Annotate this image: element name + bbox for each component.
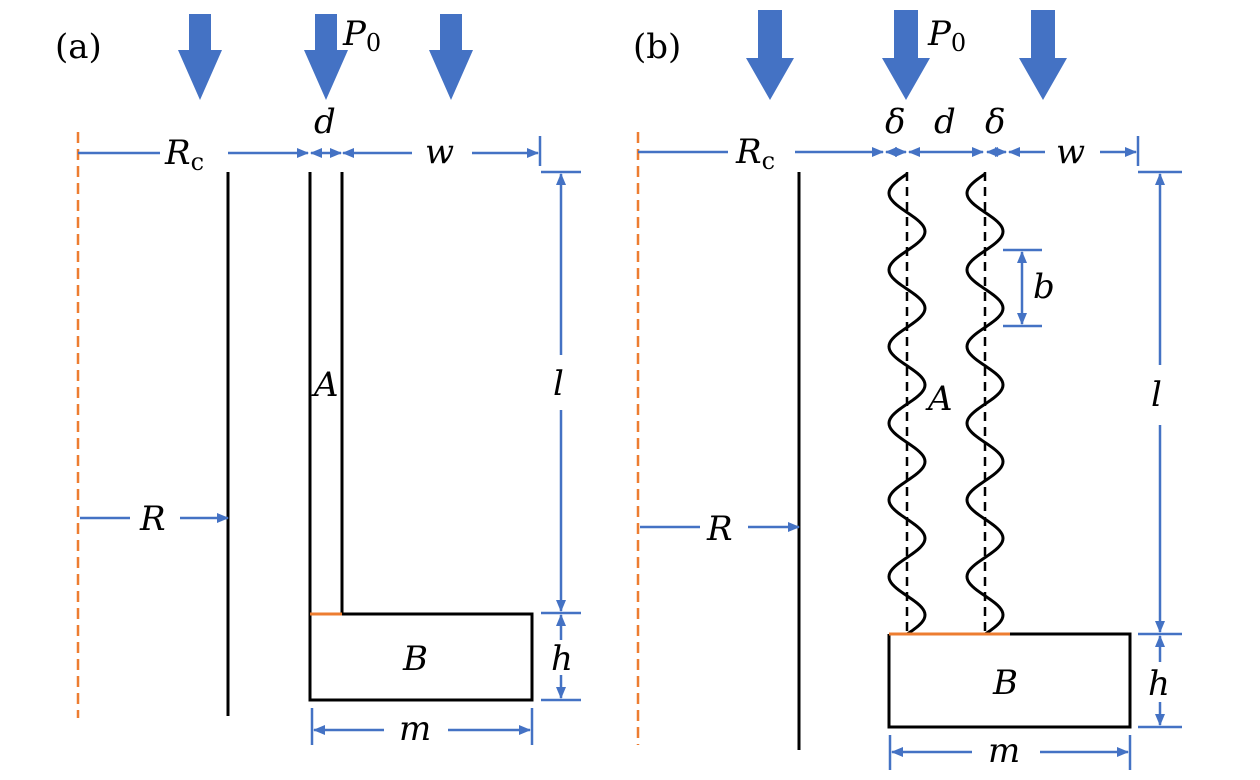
pressure-arrow: [429, 14, 473, 100]
wavy-wall-right: [965, 172, 1005, 636]
label-a-column: A: [311, 365, 339, 405]
pressure-arrow: [1019, 10, 1067, 100]
pressure-arrows-b: [746, 10, 1067, 100]
dim-m-label-b: m: [988, 731, 1020, 771]
dim-rc-label-a: Rc: [164, 133, 204, 176]
pressure-arrows-a: [178, 14, 473, 100]
wavy-wall-left: [887, 172, 927, 636]
block-b-a: [308, 612, 534, 702]
pressure-arrow: [746, 10, 794, 100]
panel-b-label: (b): [633, 27, 681, 67]
panel-b: (b) P0 A B Rc δ d δ: [633, 10, 1182, 771]
dim-l-label-b: l: [1151, 375, 1162, 415]
label-a-column-b: A: [925, 379, 953, 419]
panel-a: (a) P0 A B Rc d w: [55, 14, 581, 749]
dim-w-label-b: w: [1056, 132, 1085, 172]
dim-delta-right-label: δ: [985, 102, 1005, 142]
label-b-block-b: B: [992, 663, 1018, 703]
dim-h-label-b: h: [1148, 664, 1170, 704]
block-b-b: [887, 632, 1132, 729]
dim-r-label-a: R: [139, 499, 166, 539]
label-b-block: B: [402, 639, 428, 679]
dim-d-label-a: d: [314, 102, 336, 142]
pressure-arrow: [304, 14, 348, 100]
dim-m-label-a: m: [399, 709, 431, 749]
pressure-arrow: [882, 10, 930, 100]
pressure-label-a: P0: [342, 14, 381, 57]
pressure-label-b: P0: [927, 14, 966, 57]
dim-w-label-a: w: [425, 132, 454, 172]
pressure-arrow: [178, 14, 222, 100]
dim-rc-label-b: Rc: [735, 132, 775, 175]
dim-d-label-b: d: [934, 102, 956, 142]
dim-b-label: b: [1033, 267, 1055, 307]
dim-r-label-b: R: [706, 509, 733, 549]
panel-a-label: (a): [55, 27, 102, 67]
dim-delta-left-label: δ: [885, 102, 905, 142]
dim-l-label-a: l: [553, 364, 564, 404]
dim-h-label-a: h: [551, 639, 573, 679]
